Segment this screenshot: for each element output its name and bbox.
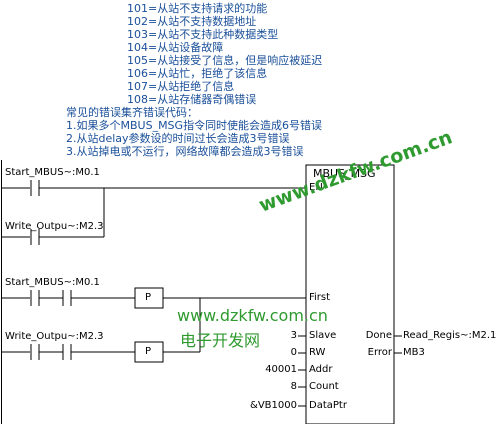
error-code-103: 103=从站不支持此种数据类型	[127, 28, 279, 41]
common-error-3: 3.从站掉电或不运行，网络故障都会造成3号错误	[66, 145, 304, 158]
watermark-url: www.dzkfw.com.cn	[177, 306, 328, 325]
pin-first: First	[309, 292, 331, 303]
pin-error: Error	[367, 347, 392, 358]
block-title: MBUS_MSG	[313, 167, 376, 180]
contact-write-output-2[interactable]	[30, 344, 40, 360]
pin-en: EN	[309, 182, 323, 193]
common-error-1: 1.如果多个MBUS_MSG指令同时使能会造成6号错误	[66, 119, 323, 132]
pin-addr: Addr	[309, 364, 333, 375]
mbus-msg-block[interactable]	[305, 164, 395, 424]
pin-rw: RW	[309, 347, 326, 358]
contact-label-write-output-2: Write_Outpu~:M2.3	[5, 331, 104, 342]
common-error-2: 2.从站delay参数设的时间过长会造成3号错误	[66, 132, 290, 145]
contact-label-write-output-1: Write_Outpu~:M2.3	[5, 221, 104, 232]
error-code-106: 106=从站忙，拒绝了该信息	[127, 67, 268, 80]
watermark-cn-name: 电子开发网	[180, 331, 261, 350]
error-code-104: 104=从站设备故障	[127, 41, 224, 54]
p-label-2: P	[145, 346, 152, 357]
network-1	[1, 180, 306, 245]
common-errors-title: 常见的错误集齐错误代码：	[66, 106, 198, 119]
value-done: Read_Regis~:M2.1	[403, 330, 497, 341]
error-code-101: 101=从站不支持请求的功能	[127, 2, 268, 15]
pin-count: Count	[309, 381, 339, 392]
contact-start-mbus-2[interactable]	[30, 290, 40, 306]
value-slave: 3	[290, 330, 297, 341]
pin-slave: Slave	[309, 330, 337, 341]
contact-label-start-mbus-1: Start_MBUS~:M0.1	[5, 167, 100, 178]
error-code-105: 105=从站接受了信息，但是响应被延迟	[127, 54, 323, 67]
p-label-1: P	[145, 292, 152, 303]
pin-done: Done	[365, 330, 392, 341]
error-code-102: 102=从站不支持数据地址	[127, 15, 257, 28]
value-addr: 40001	[265, 364, 297, 375]
pin-dataptr: DataPtr	[309, 400, 347, 411]
error-code-108: 108=从站存储器奇偶错误	[127, 93, 257, 106]
contact-label-start-mbus-2: Start_MBUS~:M0.1	[5, 277, 100, 288]
contact-start-mbus-1[interactable]	[30, 180, 40, 196]
value-error: MB3	[403, 347, 425, 358]
error-code-107: 107=从站拒绝了信息	[127, 80, 235, 93]
value-rw: 0	[290, 347, 297, 358]
network-2	[1, 287, 306, 363]
value-dataptr: &VB1000	[250, 400, 297, 411]
value-count: 8	[290, 381, 297, 392]
